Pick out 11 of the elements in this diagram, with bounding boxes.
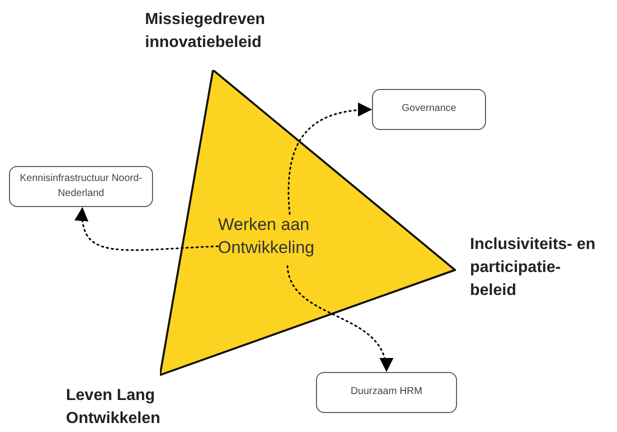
- topic-box: Governance: [372, 89, 486, 130]
- dotted-arrow: [286, 265, 392, 373]
- corner-label: Leven Lang Ontwikkelen: [66, 386, 162, 430]
- topic-box: Kennisinfrastructuur Noord-Nederland: [9, 166, 153, 207]
- center-label: Werken aan Ontwikkeling: [218, 214, 330, 266]
- corner-label: Inclusiviteits- en participatie-beleid: [470, 235, 596, 302]
- corner-label: Missiegedreven innovatiebeleid: [145, 10, 266, 54]
- topic-box: Duurzaam HRM: [316, 372, 457, 413]
- dotted-arrow: [75, 206, 219, 251]
- triangle-shape: [160, 70, 456, 376]
- dotted-arrow: [288, 103, 373, 215]
